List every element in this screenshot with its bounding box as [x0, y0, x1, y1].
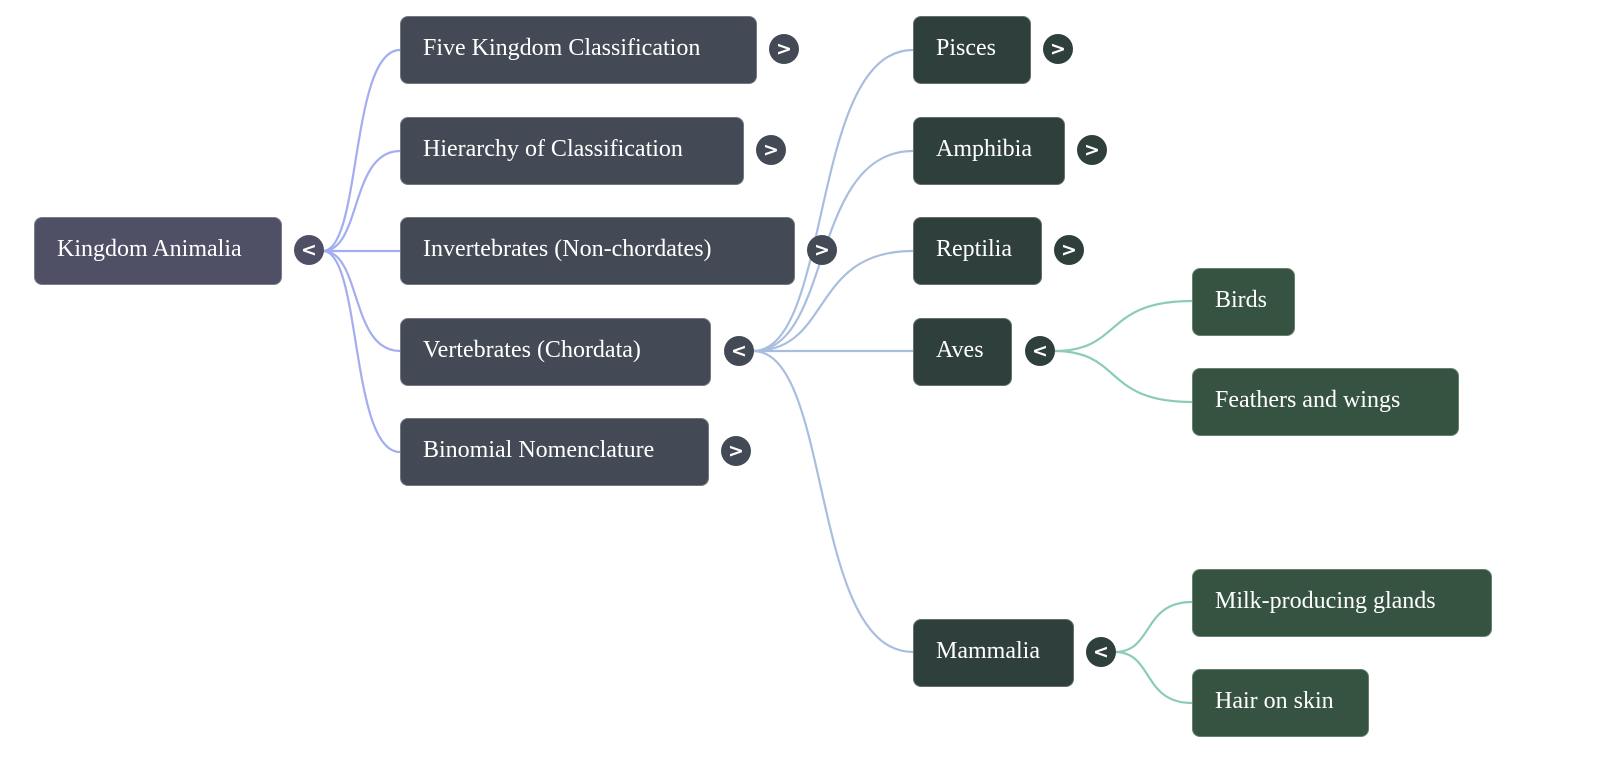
- node-label: Reptilia: [936, 235, 1012, 262]
- expand-toggle-icon[interactable]: >: [1054, 235, 1084, 265]
- link-vertebrates-to-child-2: [752, 249, 914, 353]
- node-label: Kingdom Animalia: [57, 235, 242, 262]
- node-label: Binomial Nomenclature: [423, 436, 655, 463]
- node-aves[interactable]: Aves: [913, 318, 1012, 386]
- node-label: Milk-producing glands: [1215, 587, 1436, 614]
- node-label: Pisces: [936, 34, 996, 61]
- collapse-toggle-icon[interactable]: <: [294, 235, 324, 265]
- node-label: Hair on skin: [1215, 687, 1334, 714]
- expand-toggle-icon[interactable]: >: [756, 135, 786, 165]
- node-label: Feathers and wings: [1215, 386, 1401, 413]
- node-label: Invertebrates (Non-chordates): [423, 235, 712, 262]
- collapse-toggle-icon[interactable]: <: [1025, 336, 1055, 366]
- node-binomial-nomenclature[interactable]: Binomial Nomenclature: [400, 418, 709, 486]
- node-label: Aves: [936, 336, 984, 363]
- expand-toggle-icon[interactable]: >: [1043, 34, 1073, 64]
- node-kingdom-animalia[interactable]: Kingdom Animalia: [34, 217, 282, 285]
- node-hair-on-skin[interactable]: Hair on skin: [1192, 669, 1369, 737]
- link-root-to-child-4: [322, 249, 401, 454]
- node-reptilia[interactable]: Reptilia: [913, 217, 1042, 285]
- node-hierarchy-of-classification[interactable]: Hierarchy of Classification: [400, 117, 744, 185]
- node-label: Hierarchy of Classification: [423, 135, 683, 162]
- node-five-kingdom-classification[interactable]: Five Kingdom Classification: [400, 16, 757, 84]
- expand-toggle-icon[interactable]: >: [769, 34, 799, 64]
- link-root-to-child-0: [322, 48, 401, 253]
- node-label: Birds: [1215, 286, 1268, 313]
- node-invertebrates[interactable]: Invertebrates (Non-chordates): [400, 217, 795, 285]
- node-feathers-and-wings[interactable]: Feathers and wings: [1192, 368, 1459, 436]
- expand-toggle-icon[interactable]: >: [807, 235, 837, 265]
- expand-toggle-icon[interactable]: >: [721, 436, 751, 466]
- expand-toggle-icon[interactable]: >: [1077, 135, 1107, 165]
- link-root-to-child-3: [322, 249, 401, 353]
- node-label: Vertebrates (Chordata): [423, 336, 641, 363]
- link-vertebrates-to-child-4: [752, 349, 914, 654]
- node-pisces[interactable]: Pisces: [913, 16, 1031, 84]
- node-milk-producing-glands[interactable]: Milk-producing glands: [1192, 569, 1492, 637]
- link-vertebrates-to-child-0: [752, 48, 914, 353]
- node-amphibia[interactable]: Amphibia: [913, 117, 1065, 185]
- link-mammalia-to-child-0: [1114, 600, 1193, 654]
- link-root-to-child-1: [322, 149, 401, 253]
- node-label: Five Kingdom Classification: [423, 34, 701, 61]
- collapse-toggle-icon[interactable]: <: [1086, 637, 1116, 667]
- node-vertebrates-chordata[interactable]: Vertebrates (Chordata): [400, 318, 711, 386]
- node-mammalia[interactable]: Mammalia: [913, 619, 1074, 687]
- node-label: Amphibia: [936, 135, 1032, 162]
- node-label: Mammalia: [936, 637, 1040, 664]
- node-birds[interactable]: Birds: [1192, 268, 1295, 336]
- link-aves-to-child-1: [1053, 349, 1193, 404]
- collapse-toggle-icon[interactable]: <: [724, 336, 754, 366]
- link-mammalia-to-child-1: [1114, 650, 1193, 705]
- link-aves-to-child-0: [1053, 299, 1193, 353]
